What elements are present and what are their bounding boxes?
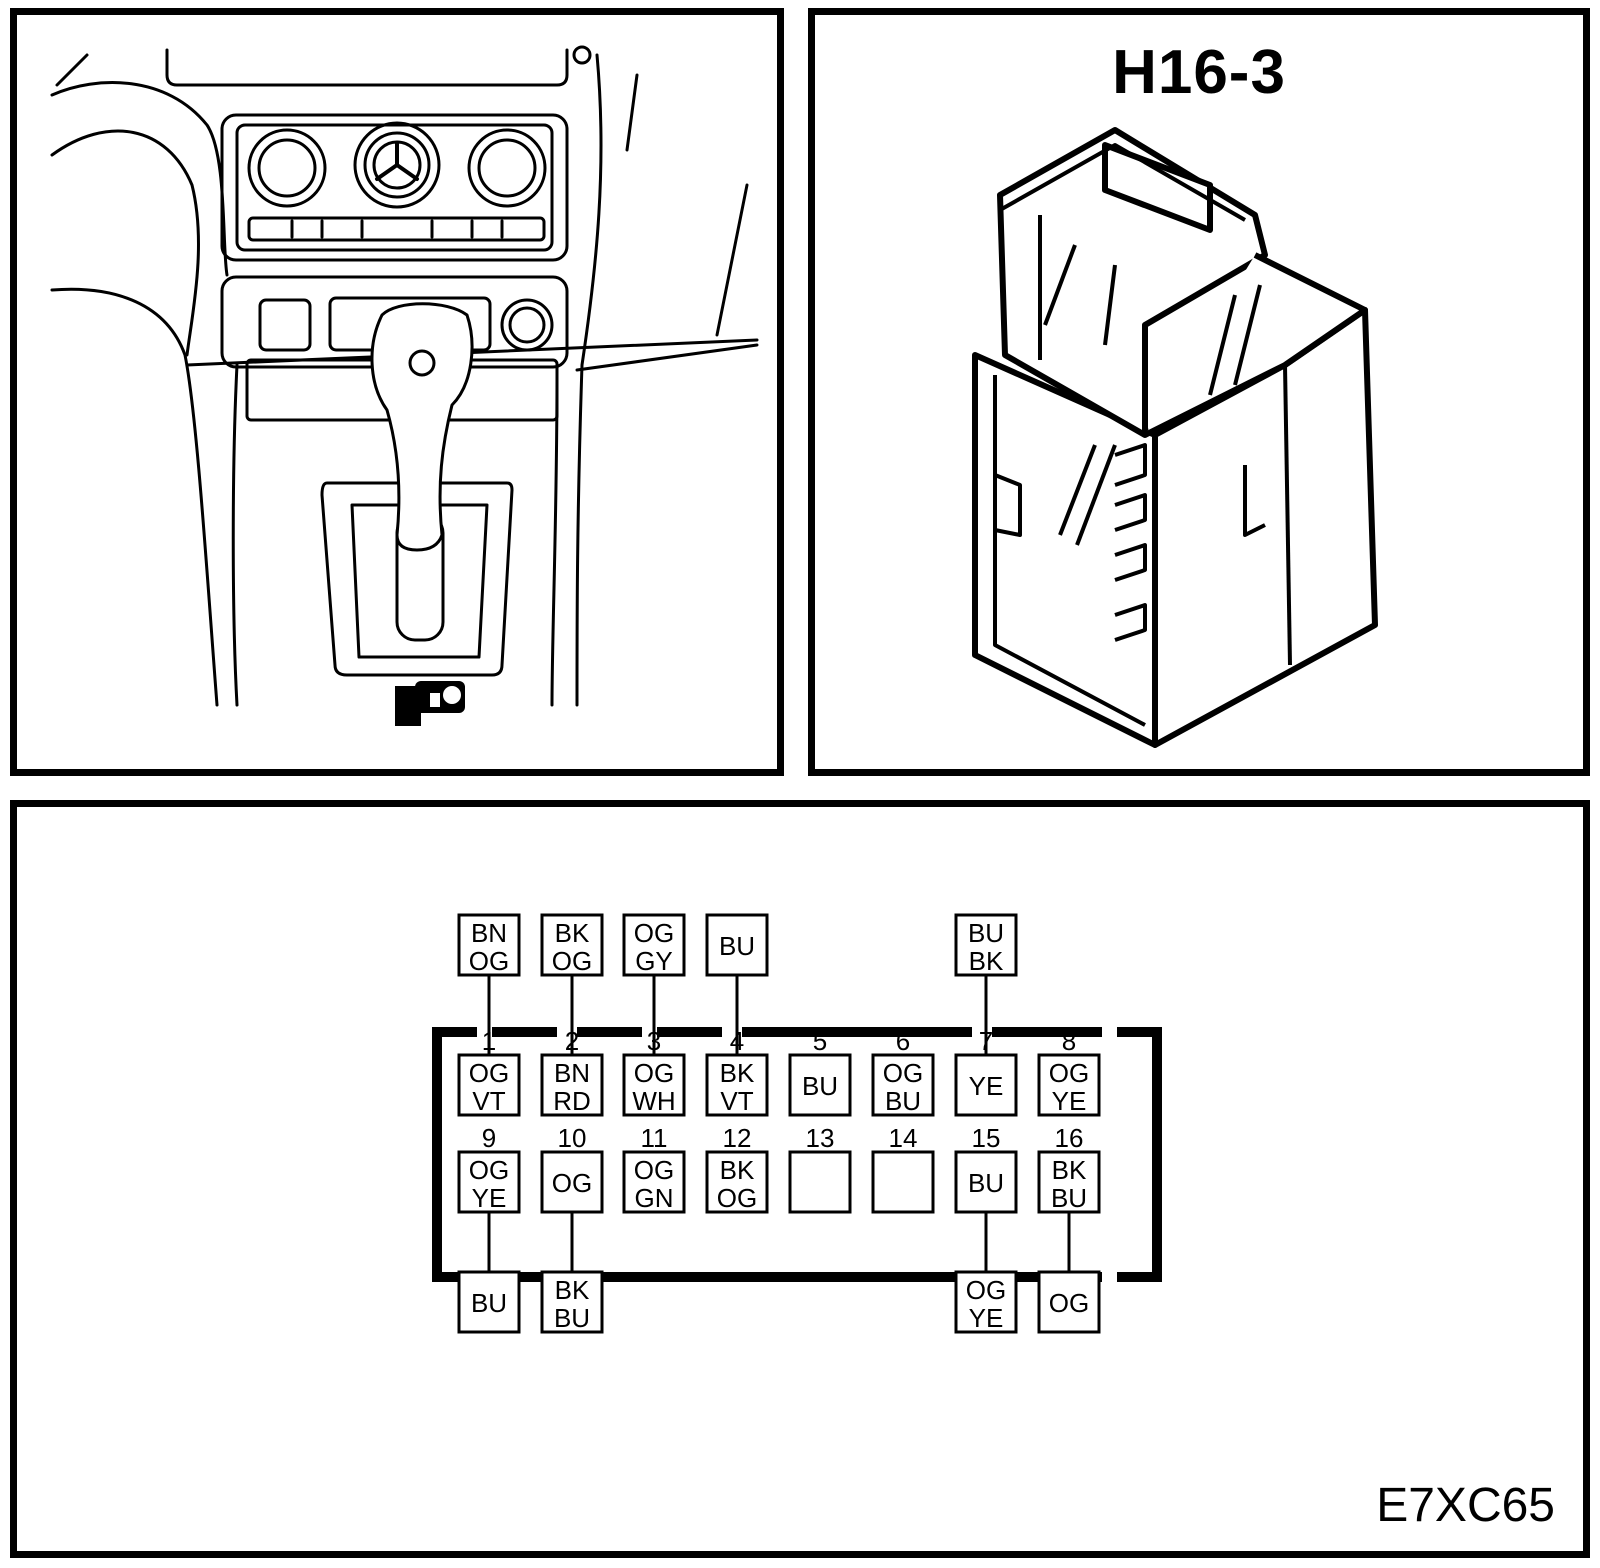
- pin-cavity: [622, 1053, 686, 1117]
- wire-color-label: YE: [472, 1183, 507, 1213]
- wire-color-label: GN: [635, 1183, 674, 1213]
- pin-cavity: [622, 1150, 686, 1214]
- wire-color-label: VT: [720, 1086, 753, 1116]
- external-wire-box: [457, 913, 521, 977]
- terminal-layout-panel: 1BNOGOGVT2BKOGBNRD3OGGYOGWH4BUBKVT5BU6OG…: [10, 800, 1590, 1558]
- wire-color-label: BU: [1051, 1183, 1087, 1213]
- external-wire-box: [540, 913, 604, 977]
- pin-cavity: [871, 1150, 935, 1214]
- external-wire-box: [954, 1270, 1018, 1334]
- pin-cavity: [705, 1053, 769, 1117]
- wire-color-label: OG: [634, 1155, 674, 1185]
- pin-number: 13: [806, 1123, 835, 1153]
- wire-color-label: BU: [554, 1303, 590, 1333]
- wire-color-label: BK: [720, 1058, 755, 1088]
- pin-number: 11: [641, 1123, 668, 1153]
- wire-color-label: OG: [634, 918, 674, 948]
- wire-color-label: BK: [1052, 1155, 1087, 1185]
- wire-color-label: OG: [717, 1183, 757, 1213]
- location-marker-icon: [395, 681, 465, 726]
- wire-color-label: YE: [969, 1303, 1004, 1333]
- pin-number: 16: [1055, 1123, 1084, 1153]
- pin-cavity: [540, 1053, 604, 1117]
- wire-color-label: BU: [885, 1086, 921, 1116]
- pin-number: 12: [723, 1123, 752, 1153]
- external-wire-box: [705, 913, 769, 977]
- pin-cavity: [1037, 1053, 1101, 1117]
- pin-cavity: [871, 1053, 935, 1117]
- wire-color-label: OG: [469, 1058, 509, 1088]
- pin-cavity: [954, 1150, 1018, 1214]
- pin-number: 10: [558, 1123, 587, 1153]
- pin-number: 8: [1062, 1026, 1076, 1056]
- diagram-code: E7XC65: [1376, 1479, 1555, 1532]
- connector-id: H16-3: [1112, 38, 1286, 107]
- pin-number: 9: [482, 1123, 496, 1153]
- pin-cavity: [540, 1150, 604, 1214]
- wire-color-label: BN: [471, 918, 507, 948]
- pin-cavity: [954, 1053, 1018, 1117]
- wire-color-label: OG: [634, 1058, 674, 1088]
- wire-color-label: BK: [720, 1155, 755, 1185]
- connector-panel: H16-3: [808, 8, 1590, 776]
- wire-color-label: BK: [969, 946, 1004, 976]
- wire-color-label: YE: [969, 1071, 1004, 1101]
- pin-cavity: [457, 1150, 521, 1214]
- wire-color-label: YE: [1052, 1086, 1087, 1116]
- wire-color-label: BK: [555, 1275, 590, 1305]
- pin-number: 14: [889, 1123, 918, 1153]
- wire-color-label: OG: [1049, 1288, 1089, 1318]
- wire-color-label: BK: [555, 918, 590, 948]
- external-wire-box: [1037, 1270, 1101, 1334]
- pin-number: 5: [813, 1026, 827, 1056]
- wire-color-label: WH: [632, 1086, 675, 1116]
- connector-illustration: [972, 127, 1378, 748]
- location-panel: [10, 8, 784, 776]
- wire-color-label: GY: [635, 946, 673, 976]
- pin-cavity: [1037, 1150, 1101, 1214]
- external-wire-box: [540, 1270, 604, 1334]
- wire-color-label: BU: [471, 1288, 507, 1318]
- pin-cavity: [705, 1150, 769, 1214]
- external-wire-box: [954, 913, 1018, 977]
- external-wire-box: [622, 913, 686, 977]
- wire-color-label: OG: [469, 946, 509, 976]
- wire-color-label: OG: [883, 1058, 923, 1088]
- wire-color-label: BU: [968, 918, 1004, 948]
- terminal-diagram: 1BNOGOGVT2BKOGBNRD3OGGYOGWH4BUBKVT5BU6OG…: [432, 913, 1162, 1334]
- pin-number: 15: [972, 1123, 1001, 1153]
- wire-color-label: OG: [966, 1275, 1006, 1305]
- wire-color-label: VT: [472, 1086, 505, 1116]
- pin-cavity: [788, 1150, 852, 1214]
- wire-color-label: BN: [554, 1058, 590, 1088]
- wire-color-label: OG: [469, 1155, 509, 1185]
- wire-color-label: RD: [553, 1086, 591, 1116]
- console-illustration: [50, 45, 759, 726]
- pin-cavity: [457, 1053, 521, 1117]
- wire-color-label: OG: [552, 1168, 592, 1198]
- wire-color-label: BU: [719, 931, 755, 961]
- wire-color-label: OG: [552, 946, 592, 976]
- pin-number: 6: [896, 1026, 910, 1056]
- wire-color-label: BU: [968, 1168, 1004, 1198]
- wire-color-label: BU: [802, 1071, 838, 1101]
- pin-cavity: [788, 1053, 852, 1117]
- external-wire-box: [457, 1270, 521, 1334]
- wire-color-label: OG: [1049, 1058, 1089, 1088]
